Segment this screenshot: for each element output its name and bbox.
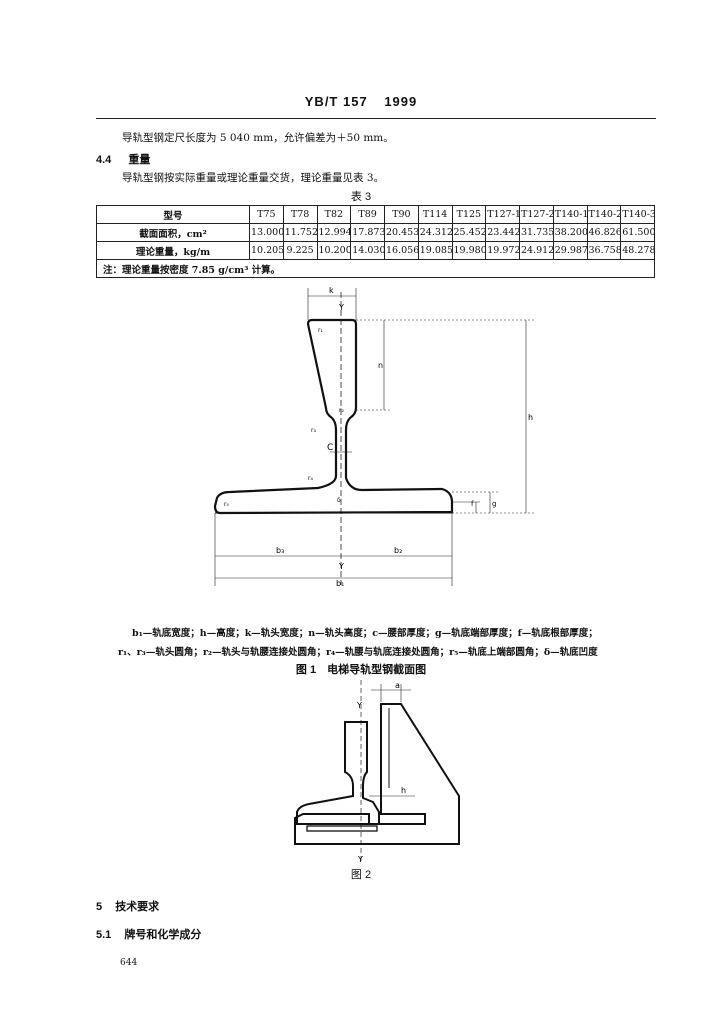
label-h: h xyxy=(528,413,533,422)
label-r2: r₂ xyxy=(339,407,344,414)
table-cell: 19.085 xyxy=(417,241,453,260)
table-cell: 10.205 xyxy=(249,241,284,260)
label-r3: r₃ xyxy=(311,427,316,434)
table-cell: 13.000 xyxy=(249,223,284,242)
label-k: k xyxy=(329,286,334,295)
label-h: h xyxy=(401,786,406,795)
column-header: T89 xyxy=(350,205,385,224)
table-cell: 46.826 xyxy=(586,223,622,242)
section-number: 5.1 xyxy=(96,929,112,941)
section-title: 技术要求 xyxy=(115,901,160,913)
section-5-heading: 5 技术要求 xyxy=(96,898,159,914)
table-cell: 24.312 xyxy=(417,223,453,242)
section-number: 4.4 xyxy=(96,154,112,166)
label-b1: b₁ xyxy=(336,579,344,588)
rail-outline xyxy=(296,721,380,825)
table-title: 表 3 xyxy=(350,191,372,203)
standard-code: YB/T 157 xyxy=(304,94,368,109)
label-b2: b₂ xyxy=(394,546,402,555)
row-label-cell: 截面面积，cm² xyxy=(96,223,250,242)
figure-1-rail-section: k Y h n g f C r₁ r₂ r₃ r₄ r₅ δ b₃ b₂ Y b… xyxy=(213,286,535,588)
gauge-outline xyxy=(294,703,460,845)
table-cell: 38.200 xyxy=(552,223,588,242)
table-cell: 14.030 xyxy=(350,241,385,260)
section-title: 牌号和化学成分 xyxy=(124,929,202,941)
table-cell: 10.200 xyxy=(316,241,352,260)
label-delta: δ xyxy=(337,497,341,504)
table-cell: 11.752 xyxy=(282,223,318,242)
column-header: T82 xyxy=(316,205,352,224)
table-cell: 16.056 xyxy=(384,241,419,260)
label-r5: r₅ xyxy=(224,501,229,508)
table-cell: 19.980 xyxy=(451,241,487,260)
label-y-bottom: Y xyxy=(357,855,363,864)
label-a: a xyxy=(395,681,400,690)
page-header: YB/T 157 1999 xyxy=(0,94,722,109)
table-cell: 36.758 xyxy=(586,241,622,260)
column-header: T125 xyxy=(451,205,487,224)
label-n: n xyxy=(378,361,383,370)
label-c: C xyxy=(327,443,333,453)
page-number: 644 xyxy=(120,958,138,968)
figure-2-caption: 图 2 xyxy=(350,869,372,881)
column-header: T140-1 xyxy=(552,205,588,224)
section-5-1-heading: 5.1 牌号和化学成分 xyxy=(96,926,201,942)
table-cell: 24.912 xyxy=(519,241,554,260)
table-cell: 12.994 xyxy=(316,223,352,242)
figure-1-caption: 图 1 电梯导轨型钢截面图 xyxy=(295,664,427,676)
label-r1: r₁ xyxy=(318,327,323,334)
column-header: T90 xyxy=(384,205,419,224)
figure-2-gauge: a h Y Y xyxy=(294,680,460,864)
label-y-top: Y xyxy=(338,303,344,312)
label-b3: b₃ xyxy=(276,546,284,555)
table-cell: 25.452 xyxy=(451,223,487,242)
section-number: 5 xyxy=(96,901,103,913)
label-r4: r₄ xyxy=(308,475,313,482)
column-header: T78 xyxy=(282,205,318,224)
header-rule xyxy=(96,118,656,119)
label-f: f xyxy=(471,500,474,508)
table-cell: 29.987 xyxy=(552,241,588,260)
figure-1-legend-line-1: b₁—轨底宽度；h—高度；k—轨头宽度；n—轨头高度；c—腰部厚度；g—轨底端部… xyxy=(132,628,598,639)
column-header: T127-1 xyxy=(485,205,520,224)
standard-year: 1999 xyxy=(384,94,418,109)
table-cell: 23.442 xyxy=(485,223,520,242)
table-note: 注：理论重量按密度 7.85 g/cm³ 计算。 xyxy=(96,259,655,278)
table-cell: 9.225 xyxy=(282,241,318,260)
column-header: T75 xyxy=(249,205,284,224)
intro-line: 导轨型钢定尺长度为 5 040 mm，允许偏差为＋50 mm。 xyxy=(122,132,394,144)
label-g: g xyxy=(492,500,496,508)
table-cell: 17.873 xyxy=(350,223,385,242)
table-note-row: 注：理论重量按密度 7.85 g/cm³ 计算。 xyxy=(96,259,655,278)
header-label-cell: 型号 xyxy=(96,205,250,224)
label-y-top: Y xyxy=(356,701,362,710)
column-header: T127-2 xyxy=(519,205,554,224)
rail-profile xyxy=(213,318,454,515)
table-cell: 31.735 xyxy=(519,223,554,242)
column-header: T140-2 xyxy=(586,205,622,224)
section-4-4-text: 导轨型钢按实际重量或理论重量交货，理论重量见表 3。 xyxy=(122,172,385,184)
section-title: 重量 xyxy=(128,154,151,166)
column-header: T140-3 xyxy=(620,205,655,224)
column-header: T114 xyxy=(417,205,453,224)
rail-base-plate xyxy=(306,825,378,832)
table-cell: 19.972 xyxy=(485,241,520,260)
table-cell: 20.453 xyxy=(384,223,419,242)
table-cell: 48.278 xyxy=(620,241,655,260)
label-y-bottom: Y xyxy=(338,562,344,571)
section-4-4-heading: 4.4 重量 xyxy=(96,151,150,167)
row-label-cell: 理论重量，kg/m xyxy=(96,241,250,260)
figure-1-legend-line-2: r₁、r₃—轨头圆角；r₂—轨头与轨腰连接处圆角；r₄—轨腰与轨底连接处圆角；r… xyxy=(118,647,598,658)
table-cell: 61.500 xyxy=(620,223,655,242)
